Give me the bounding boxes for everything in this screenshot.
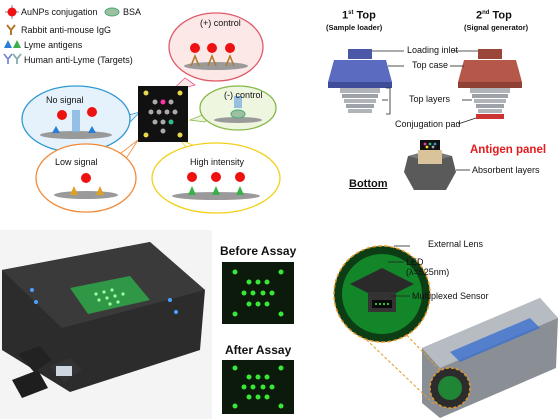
- reader-photo: [0, 230, 212, 419]
- second-top-title: 2nd Top: [476, 9, 512, 22]
- before-assay-title: Before Assay: [220, 244, 297, 258]
- pos-control-label: (+) control: [200, 18, 241, 28]
- loading-inlet-label: Loading inlet: [407, 45, 459, 55]
- absorbent-layers-label: Absorbent layers: [472, 165, 540, 175]
- legend-lyme: Lyme antigens: [24, 40, 83, 50]
- human-antibody-icon: [3, 53, 22, 64]
- rabbit-igg-icon: [6, 24, 16, 35]
- bottom-label: Bottom: [349, 178, 388, 190]
- panel-dots: [143, 90, 183, 138]
- first-top-title: 1st Top: [342, 9, 376, 22]
- external-lens-label: External Lens: [428, 239, 484, 249]
- pos-control-particles: [190, 43, 235, 67]
- multiplexed-sensor-label: Multiplexed Sensor: [412, 291, 489, 301]
- second-top-body: [458, 49, 522, 119]
- first-top-subtitle: (Sample loader): [326, 23, 383, 32]
- legend-bsa: BSA: [123, 7, 142, 17]
- neg-control-label: (-) control: [224, 90, 263, 100]
- legend-aunp: AuNPs conjugation: [21, 7, 98, 17]
- led-label: LED: [406, 257, 424, 267]
- second-top-subtitle: (Signal generator): [464, 23, 529, 32]
- high-intensity-particles: [187, 172, 245, 195]
- legend-rabbit: Rabbit anti-mouse IgG: [21, 25, 112, 35]
- high-intensity-label: High intensity: [190, 157, 245, 167]
- after-assay-image: [222, 360, 294, 414]
- legend-human: Human anti-Lyme (Targets): [24, 55, 133, 65]
- conjugation-pad-label: Conjugation pad: [395, 119, 461, 129]
- bsa-icon: [104, 7, 120, 17]
- antigen-panel-label: Antigen panel: [470, 144, 547, 156]
- no-signal-particles: [52, 107, 97, 133]
- top-layers-label: Top layers: [409, 94, 451, 104]
- no-signal-label: No signal: [46, 95, 84, 105]
- low-signal-label: Low signal: [55, 157, 98, 167]
- after-assay-title: After Assay: [225, 343, 292, 357]
- device-diagram: [328, 49, 522, 190]
- top-case-label: Top case: [412, 60, 449, 70]
- assay-schematic: [21, 12, 281, 214]
- reader-cutaway: [333, 245, 558, 418]
- aunp-icon: [5, 5, 19, 19]
- before-assay-image: [222, 262, 294, 324]
- led-wavelength-label: (λ=525nm): [406, 267, 450, 277]
- first-top-body: [328, 49, 392, 113]
- lyme-antigen-icon: [4, 40, 21, 48]
- bottom-case: [404, 140, 456, 190]
